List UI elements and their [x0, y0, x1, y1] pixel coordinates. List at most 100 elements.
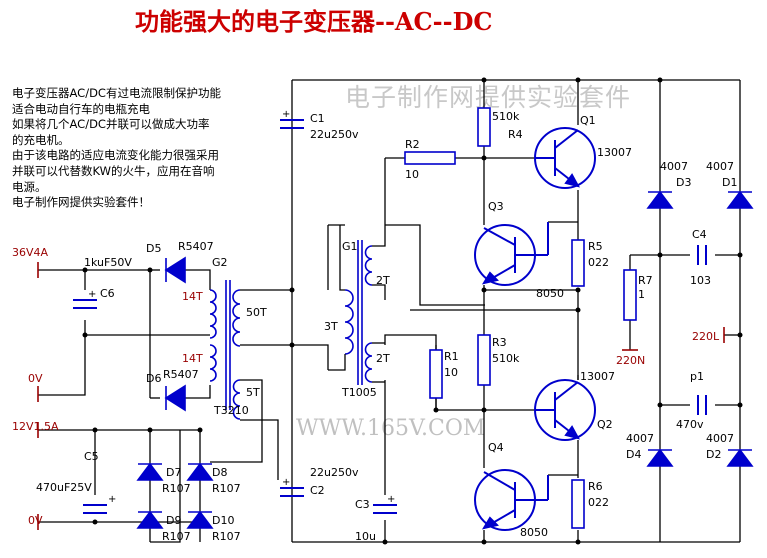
diode-d8	[186, 462, 214, 481]
c2-label: C2	[310, 484, 325, 497]
r6-value: 022	[588, 496, 609, 509]
capacitor-c3	[373, 504, 397, 514]
resistor-r5	[571, 239, 585, 287]
r5-value: 022	[588, 256, 609, 269]
g2-label: G2	[212, 256, 228, 269]
c6-value: 1kuF50V	[84, 256, 132, 269]
r7-value: 1	[638, 288, 645, 301]
d3-value: 4007	[660, 160, 688, 173]
d5-label: D5	[146, 242, 161, 255]
transformers	[209, 240, 373, 420]
d2-value: 4007	[706, 432, 734, 445]
terminal-0v-bottom: 0V	[28, 514, 43, 527]
w-5t: 5T	[246, 386, 260, 399]
t1-label: T1005	[341, 386, 377, 399]
description-line: 如果将几个AC/DC并联可以做成大功率	[12, 117, 210, 132]
d7-value: R107	[162, 482, 191, 495]
d6-value: R5407	[163, 368, 199, 381]
r1-value: 10	[444, 366, 458, 379]
c4-value: 103	[690, 274, 711, 287]
d5-value: R5407	[178, 240, 214, 253]
c3-label: C3	[355, 498, 370, 511]
transistor-q2	[534, 379, 596, 441]
diode-d1	[726, 190, 754, 209]
d2-label: D2	[706, 448, 721, 461]
capacitor-c1	[280, 119, 304, 129]
svg-text:+: +	[88, 289, 96, 300]
c4-label: C4	[692, 228, 707, 241]
svg-text:+: +	[282, 109, 290, 120]
w-50t: 50T	[246, 306, 267, 319]
terminal-220l: 220L	[692, 330, 720, 343]
r3-value: 510k	[492, 352, 520, 365]
d9-value: R107	[162, 530, 191, 543]
description-line: 由于该电路的适应电流变化能力很强采用	[12, 148, 219, 163]
r5-label: R5	[588, 240, 603, 253]
transformer-t3210	[209, 280, 241, 420]
diode-d4	[646, 448, 674, 467]
terminal-0v-top: 0V	[28, 372, 43, 385]
q2-value: 13007	[580, 370, 615, 383]
t2-label: T3210	[213, 404, 249, 417]
c5-label: C5	[84, 450, 99, 463]
d3-label: D3	[676, 176, 691, 189]
description-line: 电子变压器AC/DC有过电流限制保护功能	[12, 86, 221, 100]
capacitor-polarity: +++ ++	[88, 109, 395, 505]
page-title: 功能强大的电子变压器--AC--DC	[135, 7, 493, 36]
description-line: 适合电动自行车的电瓶充电	[12, 101, 150, 116]
capacitor-c2	[280, 487, 304, 497]
r3-label: R3	[492, 336, 507, 349]
capacitor-c4	[697, 245, 707, 265]
r4-label: R4	[508, 128, 523, 141]
terminal-220n: 220N	[616, 354, 645, 367]
w-14t-b: 14T	[182, 352, 203, 365]
diode-d9	[136, 510, 164, 529]
svg-text:+: +	[387, 494, 395, 505]
q4-label: Q4	[488, 441, 504, 454]
w-3t: 3T	[324, 320, 338, 333]
description-line: 的充电机。	[12, 132, 70, 147]
terminals	[37, 262, 725, 530]
c2-value: 22u250v	[310, 466, 359, 479]
c6-label: C6	[100, 287, 115, 300]
d7-label: D7	[166, 466, 181, 479]
diode-d5	[164, 256, 186, 284]
q1-value: 13007	[597, 146, 632, 159]
w-2t-a: 2T	[376, 274, 390, 287]
terminal-36v: 36V4A	[12, 246, 49, 259]
capacitor-c6	[73, 299, 97, 309]
transistors	[474, 127, 596, 531]
resistor-r6	[571, 479, 585, 529]
q2-label: Q2	[597, 418, 613, 431]
r1-label: R1	[444, 350, 459, 363]
d8-label: D8	[212, 466, 227, 479]
capacitor-p1	[697, 395, 707, 415]
diode-d7	[136, 462, 164, 481]
d10-label: D10	[212, 514, 234, 527]
d8-value: R107	[212, 482, 241, 495]
diode-d10	[186, 510, 214, 529]
resistor-r3	[477, 334, 491, 386]
resistor-r1	[429, 349, 443, 399]
c1-label: C1	[310, 112, 325, 125]
watermark-bottom: WWW.165V.COM	[296, 416, 486, 441]
q3-value: 8050	[536, 287, 564, 300]
resistors	[404, 107, 637, 529]
resistor-r7	[623, 269, 637, 321]
transistor-q3	[474, 222, 549, 286]
c1-value: 22u250v	[310, 128, 359, 141]
transformer-t1005	[344, 240, 373, 385]
resistor-r2	[404, 151, 456, 165]
diode-d6	[164, 384, 186, 412]
d9-label: D9	[166, 514, 181, 527]
d6-label: D6	[146, 372, 161, 385]
q3-label: Q3	[488, 200, 504, 213]
svg-text:+: +	[108, 494, 116, 505]
watermark-top: 电子制作网提供实验套件	[345, 83, 632, 112]
transistor-q1	[534, 127, 596, 189]
description-line: 电源。	[12, 179, 47, 194]
description-line: 并联可以代替数KW的火牛，应用在音响	[12, 163, 215, 178]
q1-label: Q1	[580, 114, 596, 127]
d4-label: D4	[626, 448, 641, 461]
